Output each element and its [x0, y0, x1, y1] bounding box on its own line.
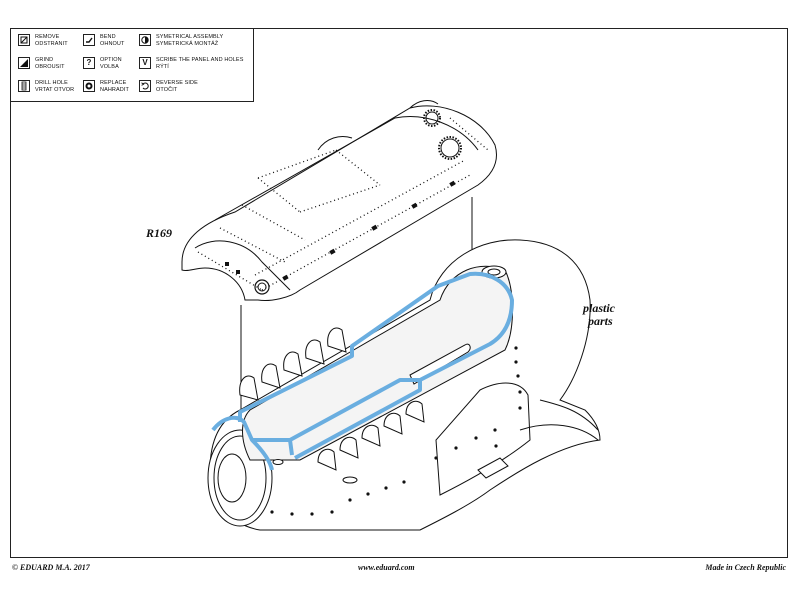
legend-remove-en: REMOVE [35, 34, 60, 40]
legend-grind-en: GRIND [35, 57, 54, 63]
legend-drill-cz: VRTAT OTVOR [35, 86, 75, 93]
replace-icon [83, 80, 95, 92]
engine-bar [409, 343, 471, 385]
cowling-rivet-lines [197, 117, 489, 291]
legend-symmetrical-cz: SYMETRICKÁ MONTÁŽ [156, 40, 219, 47]
legend-bend-en: BEND [100, 34, 116, 40]
legend-option-cz: VOLBA [100, 63, 119, 70]
legend-option-en: OPTION [100, 57, 122, 63]
footer-website: www.eduard.com [358, 563, 415, 572]
drill-icon [18, 80, 30, 92]
cowling-ports [272, 459, 358, 484]
cowling-gear-rings [254, 109, 462, 295]
scribe-icon: V [139, 57, 151, 69]
legend-scribe-en: SCRIBE THE PANEL AND HOLES [156, 57, 244, 63]
remove-icon [18, 34, 30, 46]
plastic-label-line2: parts [588, 314, 613, 328]
cowling-panel-r169 [181, 100, 497, 301]
legend-scribe-cz: RÝTÍ [156, 63, 169, 70]
legend-symmetrical-en: SYMETRICAL ASSEMBLY [156, 34, 224, 40]
exhaust-stacks-lower [317, 400, 425, 471]
bend-icon [83, 34, 95, 46]
legend-grind-cz: OBROUSIT [35, 63, 65, 70]
legend-replace-cz: NAHRADIT [100, 86, 129, 93]
option-icon: ? [83, 57, 95, 69]
legend-replace-en: REPLACE [100, 80, 127, 86]
legend-reverse-cz: OTOČIT [156, 86, 178, 93]
highlight-panel-outline [211, 271, 514, 471]
exhaust-stacks-upper [239, 327, 347, 401]
legend-bend-cz: OHNOUT [100, 40, 125, 47]
engine-cowling-plastic [207, 239, 601, 531]
symmetrical-assembly-icon [139, 34, 151, 46]
footer-origin: Made in Czech Republic [705, 563, 786, 572]
plastic-parts-label: plastic parts [583, 302, 615, 328]
legend-drill-en: DRILL HOLE [35, 80, 68, 86]
cowling-rivets [270, 346, 522, 516]
plastic-label-line1: plastic [583, 301, 615, 315]
part-label-r169: R169 [146, 226, 173, 240]
grind-icon [18, 57, 30, 69]
reverse-side-icon [139, 80, 151, 92]
legend-remove-cz: ODSTRANIT [35, 40, 68, 47]
legend-reverse-en: REVERSE SIDE [156, 80, 198, 86]
footer-copyright: © EDUARD M.A. 2017 [12, 563, 90, 572]
cowling-fasteners [225, 180, 456, 281]
instruction-frame [10, 28, 788, 558]
